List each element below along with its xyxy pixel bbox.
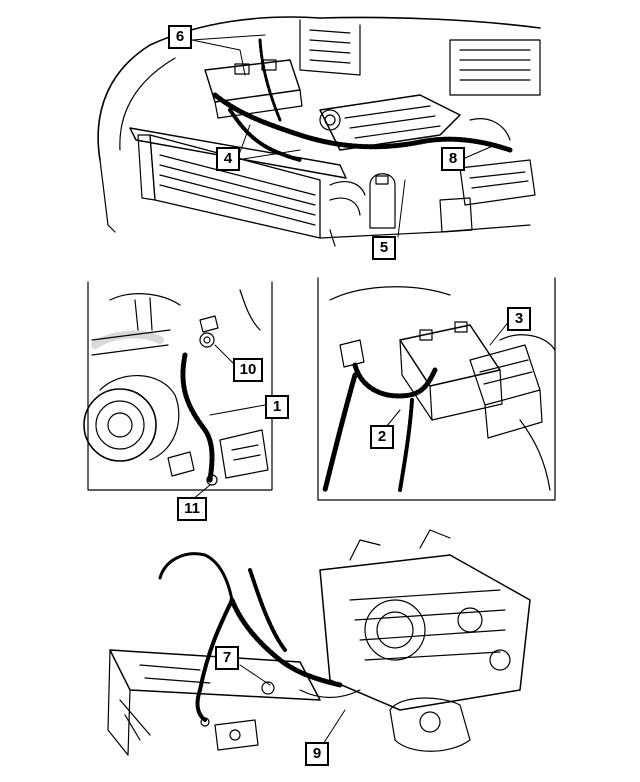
callout-2: 2 (370, 425, 394, 449)
lower-engine-view (107, 529, 531, 756)
leaders-battery-tray (381, 319, 511, 433)
turbo-view (83, 281, 273, 491)
callout-9: 9 (305, 742, 329, 766)
callout-10: 10 (233, 358, 263, 382)
callout-4: 4 (216, 147, 240, 171)
callout-8: 8 (441, 147, 465, 171)
callout-6: 6 (168, 25, 192, 49)
callout-5: 5 (372, 236, 396, 260)
leaders-engine-bay (191, 34, 496, 238)
callout-11: 11 (177, 497, 207, 521)
callout-7: 7 (215, 646, 239, 670)
callout-1: 1 (265, 395, 289, 419)
battery-tray-view (317, 277, 556, 501)
engine-bay-view (97, 16, 541, 247)
callout-3: 3 (507, 307, 531, 331)
